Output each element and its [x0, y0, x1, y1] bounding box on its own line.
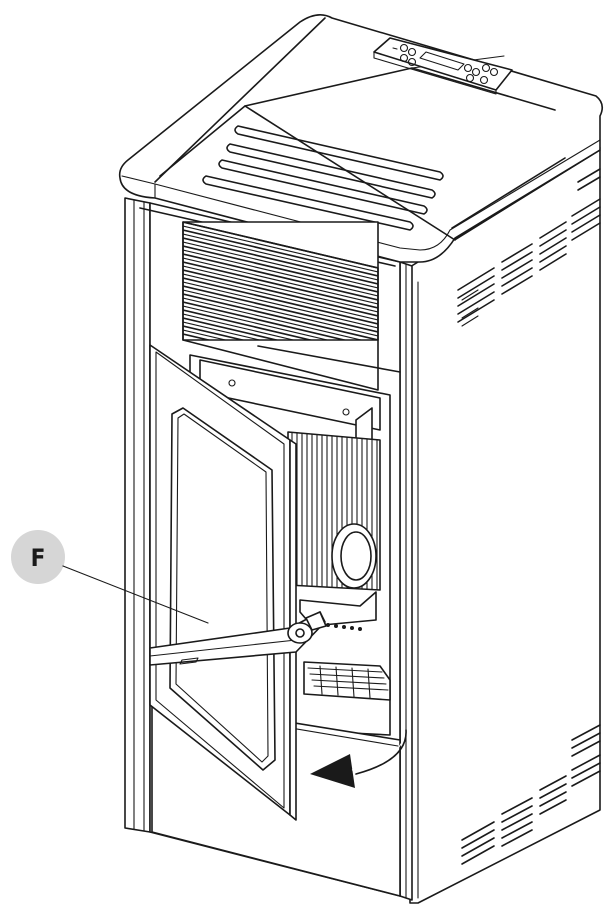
stove-left-pillar [124, 197, 151, 833]
door-glass [169, 407, 276, 771]
side-vent-slots-top [457, 168, 601, 327]
control-display [419, 51, 465, 71]
stove-side-panel [404, 147, 601, 904]
callout-badge: F [11, 530, 65, 584]
callout-leader-line [62, 565, 209, 624]
callout-label: F [31, 544, 46, 572]
front-air-grille [182, 221, 379, 391]
door-open-arrow [310, 729, 407, 788]
side-vent-slots-bottom [461, 724, 601, 865]
stove-right-pillar [399, 261, 413, 901]
open-door[interactable] [149, 344, 297, 821]
control-panel [373, 37, 513, 95]
door-handle[interactable] [149, 611, 327, 666]
chamber-porthole [331, 523, 377, 589]
control-buttons[interactable] [392, 43, 499, 85]
